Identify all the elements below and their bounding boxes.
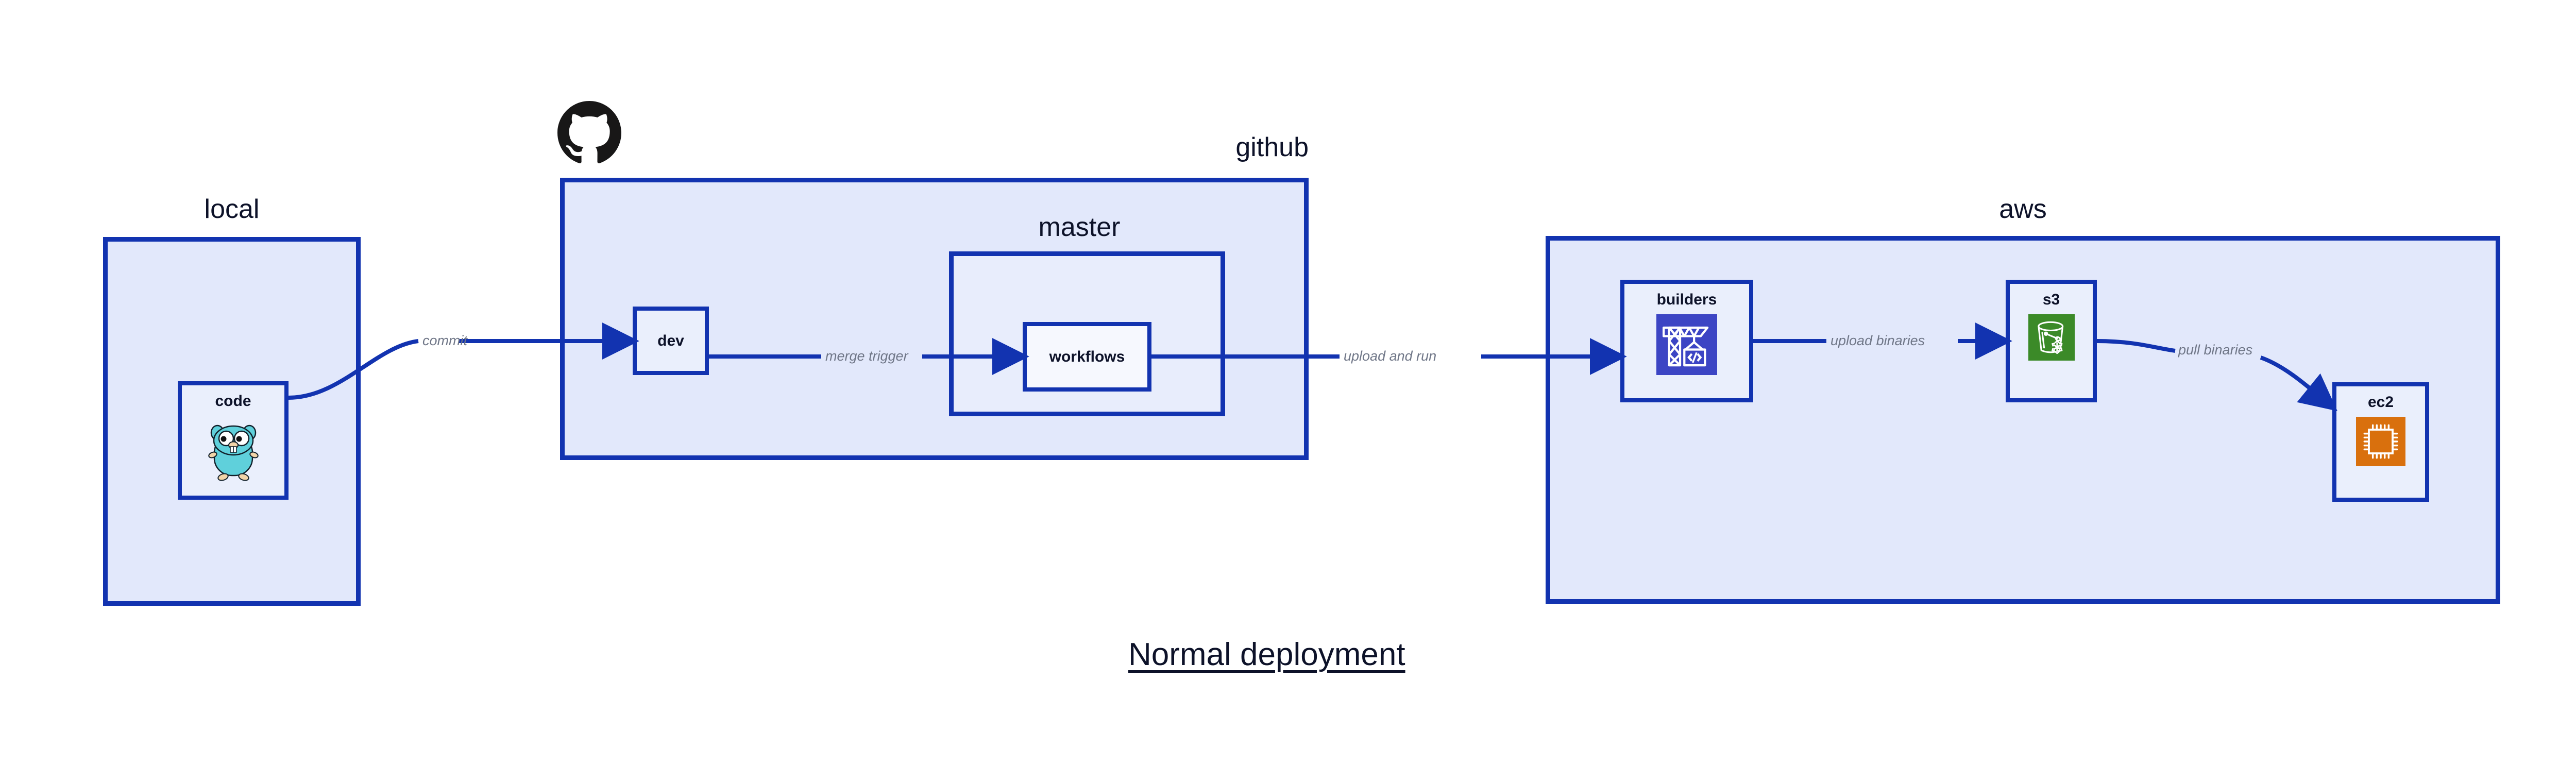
aws-ec2-icon [2356,417,2405,469]
aws-s3-glacier-icon [2028,314,2075,363]
github-octocat-logo [557,101,621,165]
node-label-workflows: workflows [1049,348,1125,365]
node-code[interactable]: code [178,381,289,500]
node-s3[interactable]: s3 [2006,280,2097,402]
zone-label-aws: aws [1999,194,2047,224]
node-label-builders: builders [1656,291,1717,308]
node-builders[interactable]: builders [1620,280,1753,402]
node-workflows[interactable]: workflows [1023,322,1151,392]
node-ec2[interactable]: ec2 [2332,382,2429,502]
zone-label-local: local [204,194,260,224]
zone-label-master: master [1038,212,1121,242]
edge-label-merge-trigger: merge trigger [825,348,908,364]
node-label-dev: dev [657,332,684,349]
node-label-code: code [215,393,251,410]
edge-label-pull-binaries: pull binaries [2178,342,2253,358]
go-gopher-icon [200,416,266,484]
edge-label-upload-and-run: upload and run [1344,348,1437,364]
node-label-s3: s3 [2042,291,2060,308]
aws-codebuild-icon [1656,314,1717,378]
diagram-title: Normal deployment [1128,637,1405,672]
edge-label-upload-binaries: upload binaries [1831,333,1925,348]
zone-label-github: github [1235,132,1309,162]
edge-label-commit: commit [422,333,467,348]
node-dev[interactable]: dev [633,307,709,375]
node-label-ec2: ec2 [2367,394,2394,411]
